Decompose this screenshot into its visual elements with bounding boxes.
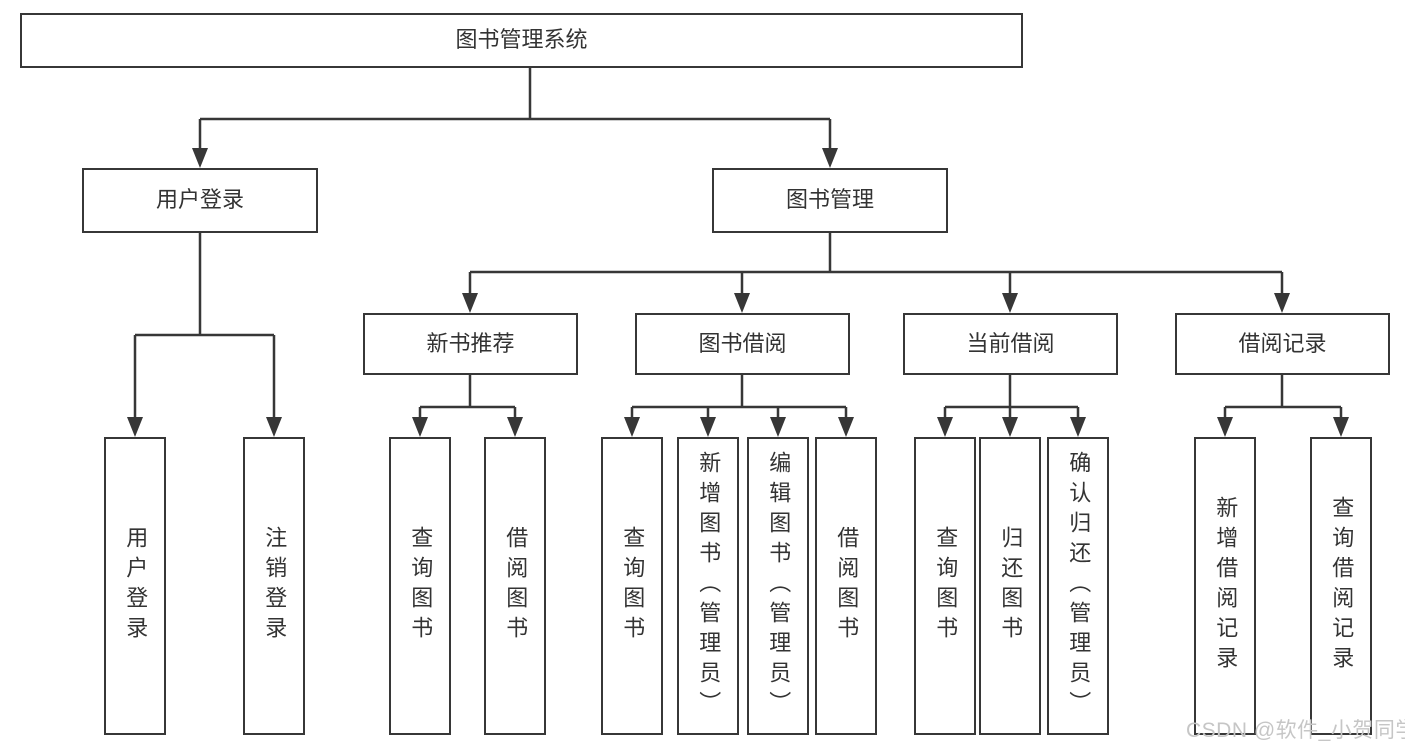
node-book-management: 图书管理 (712, 168, 948, 233)
leaf-edit-books-admin: 编辑图书（管理员） (747, 437, 809, 735)
leaf-logout-login: 注销登录 (243, 437, 305, 735)
leaf-add-borrow-record: 新增借阅记录 (1194, 437, 1256, 735)
leaf-query-books-borrow: 查询图书 (601, 437, 663, 735)
leaf-user-login: 用户登录 (104, 437, 166, 735)
node-current-borrowing: 当前借阅 (903, 313, 1118, 375)
leaf-add-books-admin: 新增图书（管理员） (677, 437, 739, 735)
leaf-borrow-books-recommend: 借阅图书 (484, 437, 546, 735)
node-user-login: 用户登录 (82, 168, 318, 233)
leaf-return-books: 归还图书 (979, 437, 1041, 735)
leaf-query-books-current: 查询图书 (914, 437, 976, 735)
leaf-query-books-recommend: 查询图书 (389, 437, 451, 735)
leaf-borrow-books: 借阅图书 (815, 437, 877, 735)
node-new-book-recommendation: 新书推荐 (363, 313, 578, 375)
node-borrowing-records: 借阅记录 (1175, 313, 1390, 375)
csdn-watermark: CSDN @软件_小贺同学 (1186, 719, 1405, 742)
leaf-query-borrow-record: 查询借阅记录 (1310, 437, 1372, 735)
node-book-borrowing: 图书借阅 (635, 313, 850, 375)
node-library-system: 图书管理系统 (20, 13, 1023, 68)
leaf-confirm-return-admin: 确认归还（管理员） (1047, 437, 1109, 735)
